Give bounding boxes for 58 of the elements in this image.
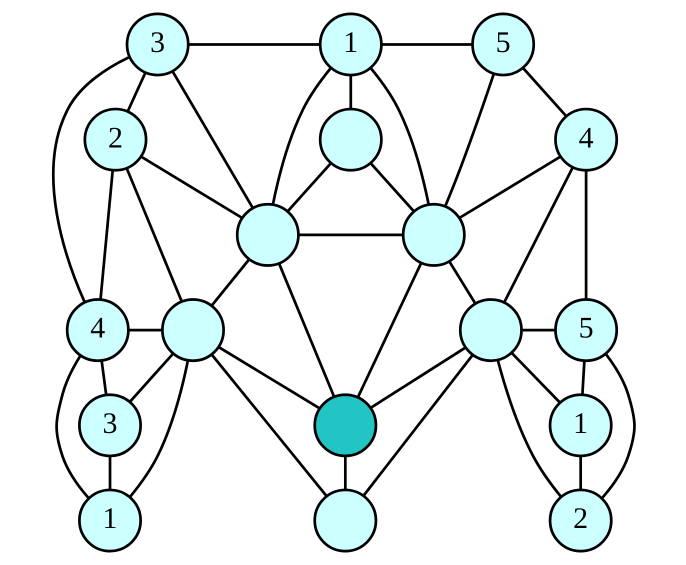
connector	[496, 360, 562, 498]
connector	[218, 346, 320, 410]
node-circle: 3	[125, 12, 190, 76]
connector	[286, 162, 332, 212]
connector	[124, 168, 182, 302]
connector	[580, 360, 586, 395]
connector	[348, 75, 352, 109]
node-circle: 4	[554, 108, 618, 172]
connector	[277, 263, 335, 398]
node-circle	[458, 298, 522, 362]
node-circle: 2	[83, 108, 147, 172]
node-circle: 1	[318, 12, 382, 76]
connector	[108, 456, 111, 490]
connector	[210, 354, 328, 497]
connector	[128, 352, 174, 403]
connector	[128, 328, 162, 332]
connector	[444, 73, 495, 206]
connector	[98, 170, 114, 300]
connector	[100, 360, 107, 395]
node-circle: 3	[78, 393, 142, 458]
connector	[510, 352, 560, 404]
connector	[584, 170, 587, 299]
node-circle	[312, 488, 377, 552]
connector	[448, 260, 476, 304]
connector	[54, 354, 89, 499]
connector	[600, 352, 636, 499]
connector	[271, 67, 332, 205]
node-circle	[235, 202, 300, 267]
connector	[210, 258, 250, 307]
node-circle	[160, 298, 224, 362]
connector	[298, 234, 402, 236]
connector	[381, 43, 472, 46]
node-circle	[401, 202, 466, 267]
connector	[140, 156, 242, 219]
connector	[171, 70, 254, 209]
node-circle	[312, 393, 377, 458]
node-circle: 5	[470, 12, 535, 76]
connector	[522, 67, 567, 118]
connector	[578, 456, 582, 490]
connector	[343, 456, 346, 490]
node-circle: 1	[78, 488, 142, 552]
node-circle: 5	[554, 298, 618, 362]
connector	[362, 354, 474, 496]
connector	[356, 262, 422, 398]
connector	[188, 43, 320, 46]
connector	[521, 328, 555, 332]
connector	[370, 346, 466, 409]
node-circle	[318, 108, 382, 172]
connector	[369, 162, 414, 212]
connector	[369, 67, 430, 205]
connector	[52, 56, 130, 303]
connector	[502, 166, 574, 303]
connector	[128, 360, 189, 498]
connector	[458, 156, 560, 219]
connector	[126, 72, 146, 112]
node-circle: 4	[65, 298, 130, 362]
node-circle: 2	[548, 488, 612, 552]
node-circle: 1	[548, 393, 612, 458]
